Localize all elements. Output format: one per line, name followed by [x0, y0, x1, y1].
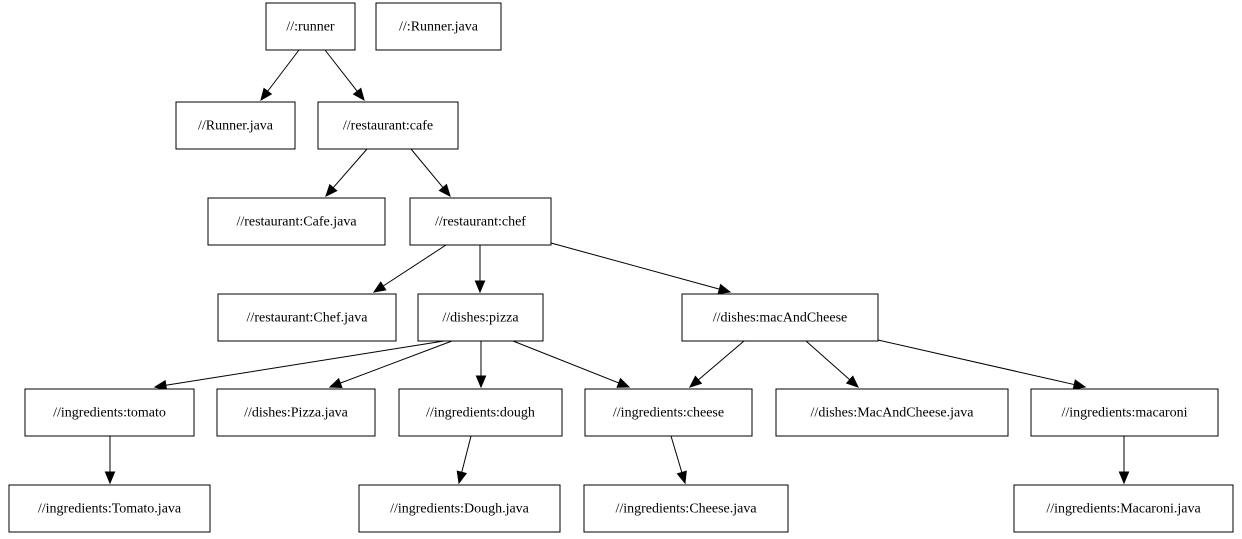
- node-ingredients_macaroni[interactable]: //ingredients:macaroni: [1030, 388, 1219, 437]
- arrowhead-icon: [438, 183, 451, 197]
- node-label-root_runner_java: //:Runner.java: [399, 20, 479, 35]
- arrowhead-icon: [1118, 471, 1130, 485]
- edge-restaurant_chef-to-restaurant_chef_java: [382, 244, 447, 287]
- node-box-dishes_pizza_java[interactable]: [216, 388, 376, 437]
- node-box-dishes_pizza[interactable]: [417, 293, 544, 342]
- node-box-ingredients_tomato_java[interactable]: [8, 484, 211, 533]
- arrowhead-icon: [372, 281, 387, 293]
- node-label-runner_java: //Runner.java: [198, 119, 274, 134]
- node-box-ingredients_macaroni_java[interactable]: [1013, 484, 1234, 533]
- edge-ingredients_cheese-to-ingredients_cheese_java: [670, 435, 683, 473]
- node-runner[interactable]: //:runner: [265, 2, 356, 51]
- edge-restaurant_cafe-to-restaurant_chef: [410, 148, 444, 188]
- arrowhead-icon: [616, 377, 631, 388]
- node-label-dishes_mac_java: //dishes:MacAndCheese.java: [811, 406, 975, 421]
- node-ingredients_dough_java[interactable]: //ingredients:Dough.java: [358, 484, 561, 533]
- node-label-ingredients_dough_java: //ingredients:Dough.java: [390, 502, 530, 517]
- edge-restaurant_cafe-to-restaurant_cafe_java: [332, 148, 368, 189]
- node-root_runner_java[interactable]: //:Runner.java: [375, 2, 502, 51]
- node-box-root_runner_java[interactable]: [375, 2, 502, 51]
- node-label-dishes_macandcheese: //dishes:macAndCheese: [713, 311, 848, 326]
- node-label-restaurant_chef: //restaurant:chef: [435, 215, 526, 230]
- node-dishes_macandcheese[interactable]: //dishes:macAndCheese: [681, 293, 879, 342]
- arrowhead-icon: [352, 87, 365, 102]
- node-label-dishes_pizza_java: //dishes:Pizza.java: [244, 406, 349, 421]
- edge-dishes_macandcheese-to-dishes_mac_java: [805, 340, 851, 381]
- node-label-ingredients_tomato_java: //ingredients:Tomato.java: [38, 502, 182, 517]
- arrowhead-icon: [845, 375, 859, 388]
- node-ingredients_tomato_java[interactable]: //ingredients:Tomato.java: [8, 484, 211, 533]
- node-ingredients_macaroni_java[interactable]: //ingredients:Macaroni.java: [1013, 484, 1234, 533]
- edge-dishes_macandcheese-to-ingredients_macaroni: [877, 339, 1075, 386]
- arrowhead-icon: [153, 379, 168, 391]
- node-box-restaurant_chef[interactable]: [409, 197, 552, 246]
- node-label-ingredients_tomato: //ingredients:tomato: [53, 406, 166, 421]
- arrowhead-icon: [328, 377, 343, 388]
- edge-runner-to-restaurant_cafe: [324, 49, 358, 92]
- node-box-ingredients_cheese[interactable]: [584, 388, 753, 437]
- node-dishes_mac_java[interactable]: //dishes:MacAndCheese.java: [775, 388, 1009, 437]
- node-label-ingredients_dough: //ingredients:dough: [426, 406, 535, 421]
- node-box-runner_java[interactable]: [175, 101, 296, 150]
- node-box-restaurant_cafe[interactable]: [317, 101, 459, 150]
- node-ingredients_tomato[interactable]: //ingredients:tomato: [24, 388, 195, 437]
- arrowhead-icon: [456, 470, 468, 485]
- node-box-dishes_macandcheese[interactable]: [681, 293, 879, 342]
- node-restaurant_cafe_java[interactable]: //restaurant:Cafe.java: [207, 197, 386, 246]
- node-restaurant_chef[interactable]: //restaurant:chef: [409, 197, 552, 246]
- node-ingredients_cheese[interactable]: //ingredients:cheese: [584, 388, 753, 437]
- arrowhead-icon: [689, 375, 703, 388]
- node-restaurant_cafe[interactable]: //restaurant:cafe: [317, 101, 459, 150]
- node-box-restaurant_chef_java[interactable]: [217, 293, 397, 342]
- arrowhead-icon: [475, 375, 487, 389]
- edges-layer: [104, 49, 1130, 485]
- edge-runner-to-runner_java: [267, 49, 300, 92]
- node-box-ingredients_dough_java[interactable]: [358, 484, 561, 533]
- node-label-restaurant_chef_java: //restaurant:Chef.java: [247, 311, 369, 326]
- arrowhead-icon: [717, 283, 732, 295]
- node-box-restaurant_cafe_java[interactable]: [207, 197, 386, 246]
- node-box-ingredients_tomato[interactable]: [24, 388, 195, 437]
- node-label-ingredients_macaroni_java: //ingredients:Macaroni.java: [1046, 502, 1201, 517]
- node-restaurant_chef_java[interactable]: //restaurant:Chef.java: [217, 293, 397, 342]
- edge-dishes_pizza-to-ingredients_tomato: [165, 340, 445, 386]
- node-label-dishes_pizza: //dishes:pizza: [442, 311, 519, 326]
- arrowhead-icon: [474, 280, 486, 294]
- node-label-ingredients_cheese_java: //ingredients:Cheese.java: [615, 502, 757, 517]
- edge-dishes_macandcheese-to-ingredients_cheese: [698, 340, 745, 381]
- edge-dishes_pizza-to-ingredients_cheese: [512, 340, 619, 384]
- nodes-layer: //:runner //:Runner.java //Runner.java //re…: [8, 2, 1234, 533]
- arrowhead-icon: [104, 471, 116, 485]
- node-ingredients_dough[interactable]: //ingredients:dough: [398, 388, 563, 437]
- arrowhead-icon: [260, 87, 273, 102]
- edge-restaurant_chef-to-dishes_macandcheese: [550, 242, 720, 290]
- arrowhead-icon: [676, 470, 687, 485]
- edge-ingredients_dough-to-ingredients_dough_java: [461, 435, 472, 473]
- node-label-restaurant_cafe: //restaurant:cafe: [343, 119, 433, 134]
- node-dishes_pizza[interactable]: //dishes:pizza: [417, 293, 544, 342]
- node-box-ingredients_dough[interactable]: [398, 388, 563, 437]
- arrowhead-icon: [325, 183, 338, 197]
- node-box-runner[interactable]: [265, 2, 356, 51]
- arrowhead-icon: [1072, 379, 1087, 390]
- node-label-restaurant_cafe_java: //restaurant:Cafe.java: [236, 215, 357, 230]
- node-box-ingredients_macaroni[interactable]: [1030, 388, 1219, 437]
- node-dishes_pizza_java[interactable]: //dishes:Pizza.java: [216, 388, 376, 437]
- node-label-ingredients_macaroni: //ingredients:macaroni: [1062, 406, 1188, 421]
- node-box-dishes_mac_java[interactable]: [775, 388, 1009, 437]
- node-label-runner: //:runner: [286, 20, 335, 35]
- node-ingredients_cheese_java[interactable]: //ingredients:Cheese.java: [583, 484, 789, 533]
- node-box-ingredients_cheese_java[interactable]: [583, 484, 789, 533]
- node-label-ingredients_cheese: //ingredients:cheese: [613, 406, 724, 421]
- node-runner_java[interactable]: //Runner.java: [175, 101, 296, 150]
- edge-dishes_pizza-to-dishes_pizza_java: [340, 340, 453, 384]
